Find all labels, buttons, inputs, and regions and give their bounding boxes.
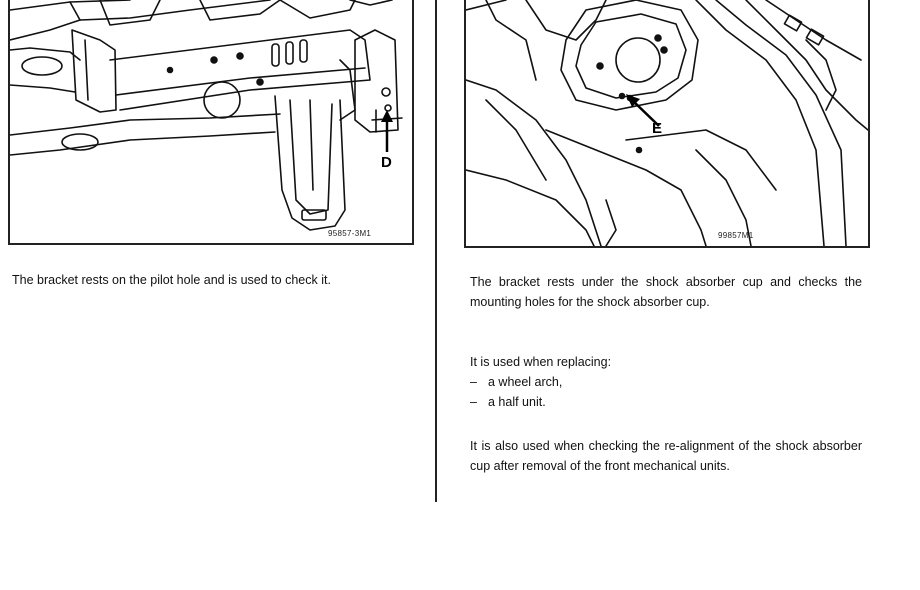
right-figure: E 99857M1	[464, 0, 870, 248]
right-caption: The bracket rests under the shock absorb…	[470, 275, 862, 309]
right-figure-drawing	[466, 0, 868, 246]
left-caption: The bracket rests on the pilot hole and …	[12, 273, 331, 287]
left-figure-drawing	[10, 0, 403, 231]
usage-list: –a wheel arch, –a half unit.	[470, 372, 562, 412]
column-divider	[435, 0, 437, 502]
figure-code: 99857M1	[718, 231, 754, 240]
list-item: –a wheel arch,	[470, 375, 563, 389]
figure-code: 95857-3M1	[328, 229, 372, 238]
realignment-note: It is also used when checking the re-ali…	[470, 439, 862, 473]
list-item: –a half unit.	[470, 395, 546, 409]
callout-d: D	[381, 154, 392, 171]
callout-e: E	[652, 120, 663, 137]
usage-intro: It is used when replacing:	[470, 355, 612, 369]
left-figure: D 95857-3M1	[8, 0, 414, 245]
